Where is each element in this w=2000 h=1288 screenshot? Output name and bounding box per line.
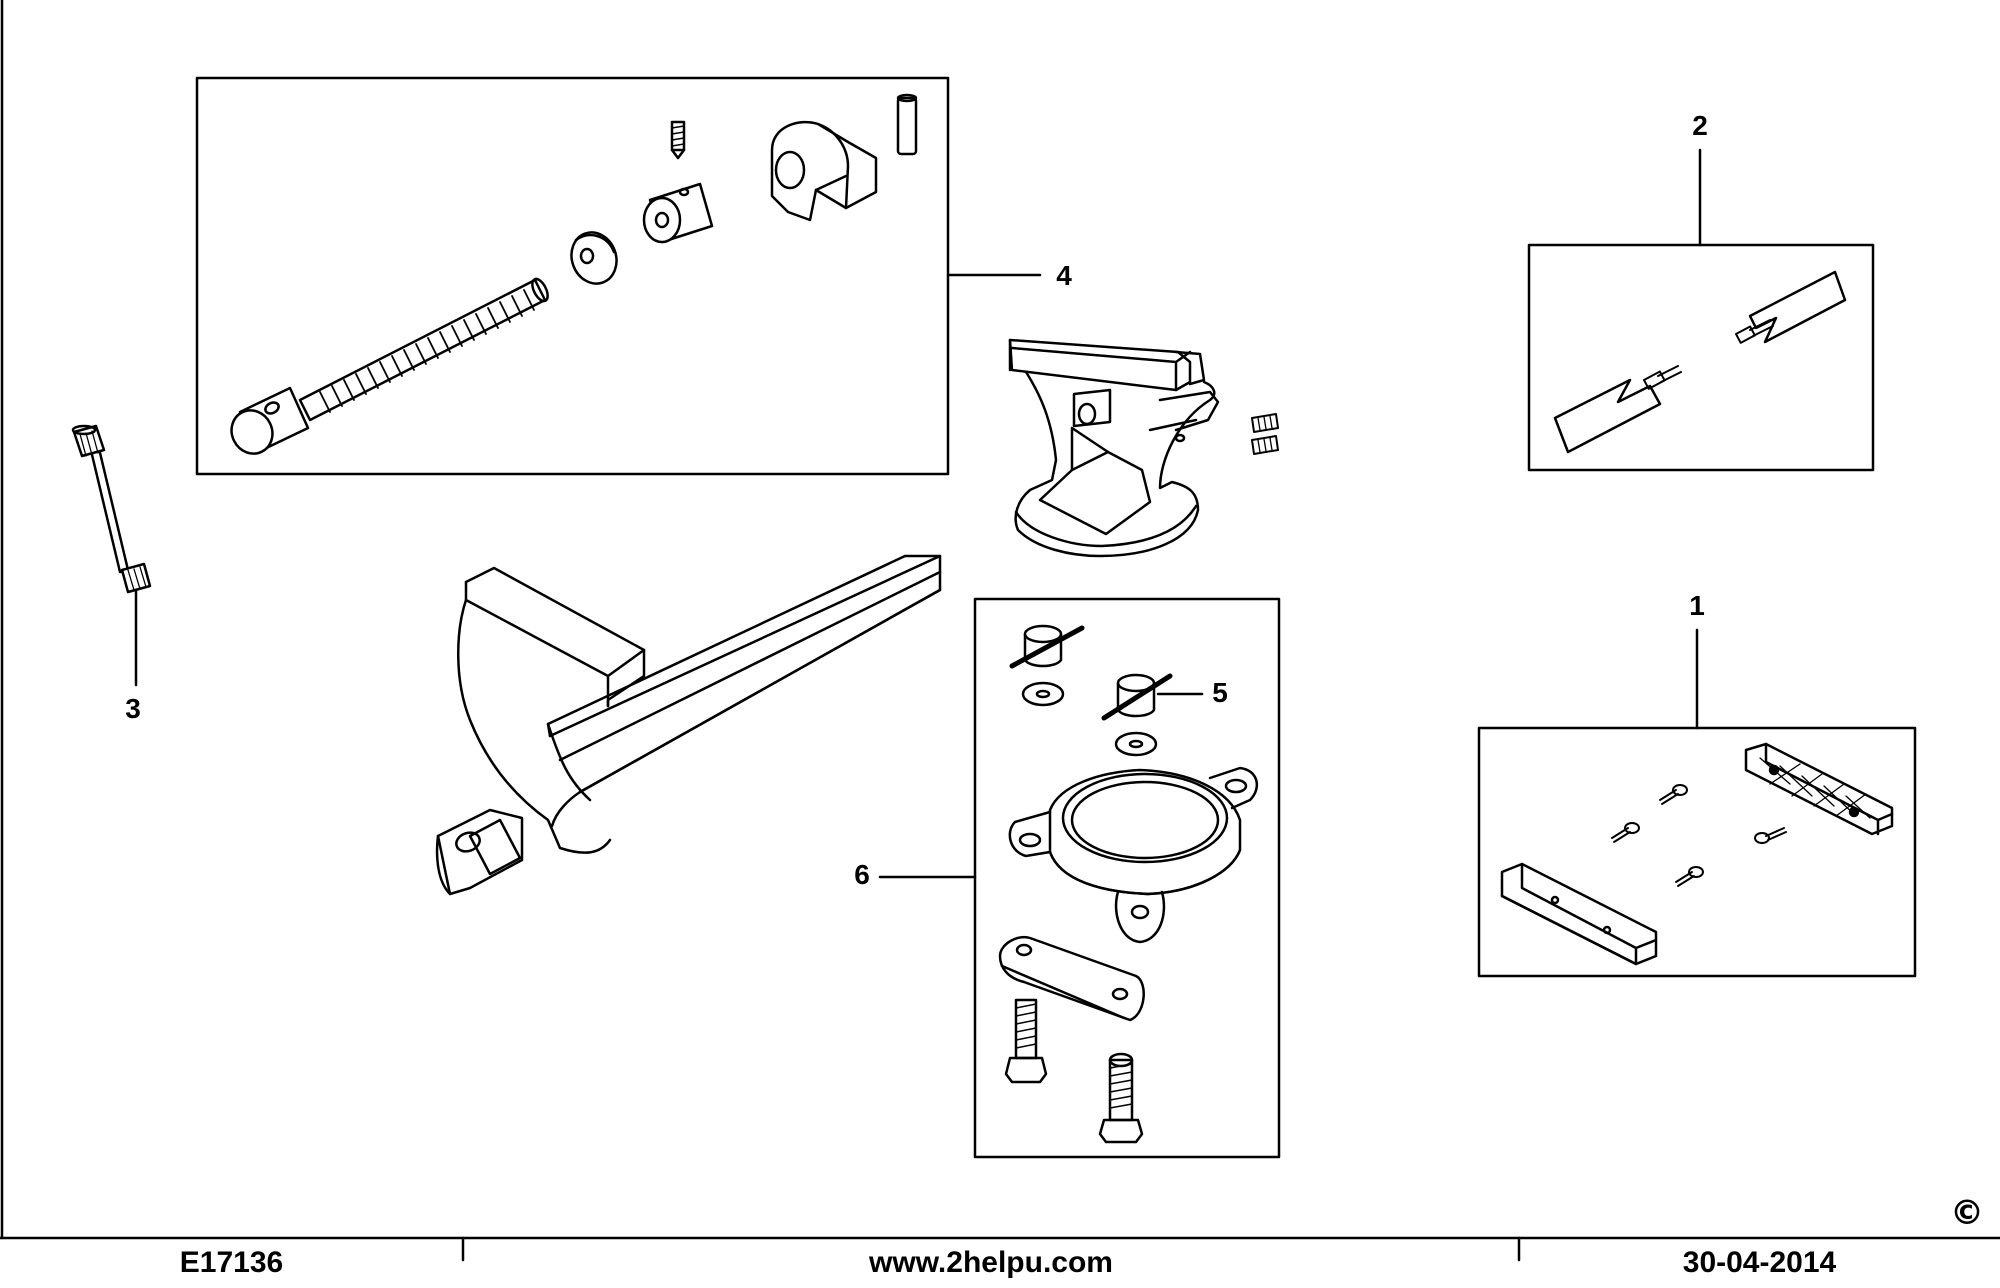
collar [642,182,714,244]
jaw-cap-screws [1611,784,1787,887]
callout-6: 6 [854,859,870,890]
serrated-jaw [1744,742,1894,836]
jaw-plate-lower [1553,378,1662,454]
callout-2: 2 [1692,110,1708,141]
clamp-handle-upper [1009,624,1085,707]
callout-5: 5 [1212,677,1228,708]
sliding-jaw [435,554,942,896]
callout-1: 1 [1689,590,1705,621]
swivel-ring [1008,766,1259,944]
exploded-parts-diagram: 1 2 3 4 5 6 [0,0,2000,1262]
footer-date: 30-04-2014 [1682,1246,1837,1279]
jaw-plate-upper [1748,270,1847,344]
clamp-handle-lower [1101,673,1173,757]
footer-drawing-number: E17136 [179,1246,284,1279]
kit-box-1 [1477,726,1917,978]
spindle-screw [230,277,549,455]
spindle-bracket [770,120,878,222]
footer-website: www.2helpu.com [869,1246,1113,1279]
kit-box-4 [195,76,950,476]
base-plate [998,935,1145,1022]
jaw-set-screws [1251,413,1279,455]
tommy-bar [71,424,152,594]
callout-3: 3 [125,693,141,724]
plain-jaw [1500,862,1658,966]
base-bolt-left [1004,998,1048,1084]
grub-screw [670,120,686,160]
fixed-jaw-body [1008,338,1220,558]
pin [896,93,918,156]
callout-4: 4 [1056,260,1072,291]
copyright-mark: © [1950,1193,1984,1233]
jaw-screw [1643,319,1774,390]
base-bolt-right [1098,1052,1144,1144]
washer [570,231,618,285]
